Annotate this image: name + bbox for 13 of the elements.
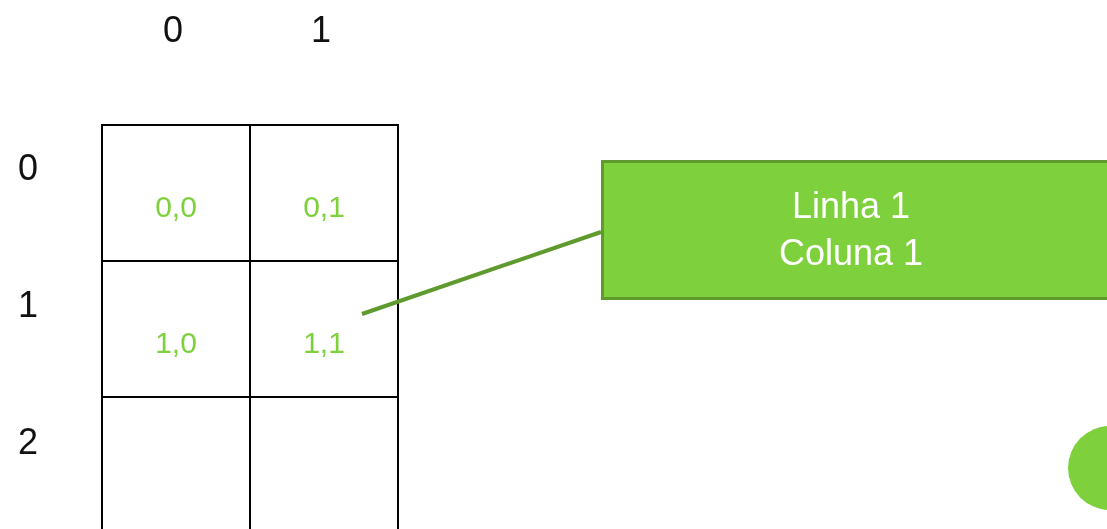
row-index: 2 (18, 424, 39, 460)
column-index: 0 (163, 12, 184, 48)
table-cell (101, 124, 251, 262)
table-cell (249, 124, 399, 262)
cell-text: 0,1 (303, 190, 345, 224)
cell-text: 1,1 (303, 326, 345, 360)
cell-text: 0,0 (155, 190, 197, 224)
row-index: 1 (18, 287, 39, 323)
leader-line (361, 230, 602, 316)
row-index: 0 (18, 150, 39, 186)
callout-box: Linha 1 Coluna 1 (601, 160, 1107, 300)
column-index: 1 (311, 12, 332, 48)
cell-text: 1,0 (155, 326, 197, 360)
